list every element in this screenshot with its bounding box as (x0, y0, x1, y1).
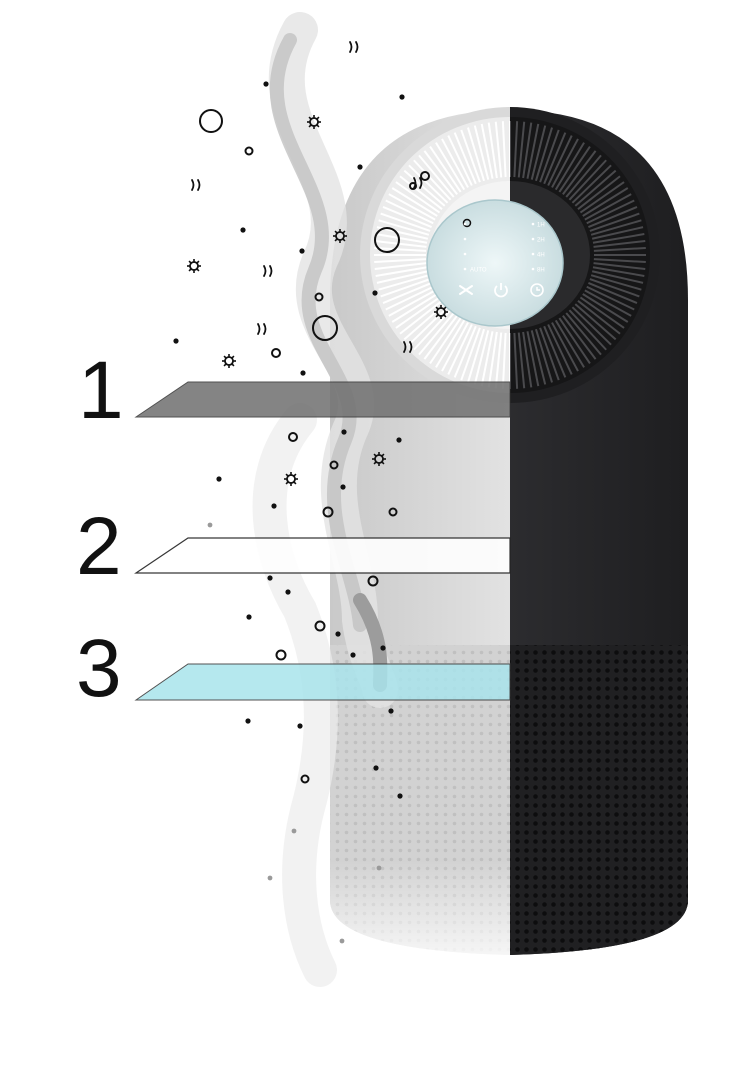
allergen-icon (307, 115, 321, 129)
particle-dot (285, 589, 291, 595)
particle-dot (300, 370, 306, 376)
particle-dot (240, 227, 246, 233)
odor-squiggle (349, 41, 359, 53)
particle-dot (297, 723, 303, 729)
particle-ring (288, 432, 298, 442)
carbon-filter-sheet (134, 663, 511, 701)
odor-squiggle (257, 323, 267, 335)
hepa-filter-sheet (134, 537, 511, 574)
indicator-dot (531, 237, 535, 241)
particle-dot (299, 248, 305, 254)
top-grille-ghost (374, 121, 510, 389)
particle-ring (420, 171, 430, 181)
allergen-icon (434, 305, 448, 319)
timer-icon[interactable] (530, 283, 544, 297)
particle-ring (329, 460, 339, 470)
particle-ring (271, 348, 281, 358)
allergen-icon (187, 259, 201, 273)
particle-ring (322, 506, 334, 518)
particle-dot (339, 938, 345, 944)
particle-ring (300, 774, 310, 784)
indicator-dot (463, 237, 467, 241)
particle-ring (314, 292, 324, 302)
indicator-dot (463, 252, 467, 256)
particle-ring (312, 315, 338, 341)
particle-dot (291, 828, 297, 834)
indicator-dot (531, 267, 535, 271)
pollutant-particles (173, 41, 448, 944)
fan-icon[interactable] (459, 285, 473, 295)
indicator-dot (531, 252, 535, 256)
pre-filter-sheet (134, 381, 511, 418)
allergen-icon (284, 472, 298, 486)
particle-ring (374, 227, 400, 253)
indicator-dot (531, 222, 535, 226)
power-icon[interactable] (494, 283, 508, 298)
particle-ring (409, 182, 417, 190)
particle-dot (267, 875, 273, 881)
purifier-dark-half (510, 107, 688, 955)
particle-dot (207, 522, 213, 528)
filter-layer-1 (134, 381, 511, 418)
filter-layer-3 (134, 663, 511, 701)
particle-dot (372, 290, 378, 296)
panel-label: AUTO (470, 268, 487, 274)
panel-label: 2H (537, 238, 545, 244)
layer-number-2: 2 (76, 501, 122, 592)
panel-label: 8H (537, 268, 545, 274)
panel-label: 4H (537, 253, 545, 259)
particle-ring (367, 575, 379, 587)
particle-ring (388, 507, 398, 517)
particle-dot (335, 631, 341, 637)
particle-dot (388, 708, 394, 714)
layer-number-1: 1 (78, 345, 124, 436)
particle-dot (380, 645, 386, 651)
particle-dot (373, 765, 379, 771)
particle-dot (399, 94, 405, 100)
particle-dot (397, 793, 403, 799)
indicator-dot (463, 222, 467, 226)
particle-dot (246, 614, 252, 620)
particle-dot (271, 503, 277, 509)
particle-ring (314, 620, 326, 632)
filter-layer-2 (134, 537, 511, 574)
panel-label: 1H (537, 223, 545, 229)
indicator-dot (463, 267, 467, 271)
particle-ring (275, 649, 287, 661)
particle-ring (199, 109, 223, 133)
odor-squiggle (403, 341, 413, 353)
particle-dot (245, 718, 251, 724)
top-grille (510, 121, 646, 389)
particle-ring (244, 146, 254, 156)
particle-dot (216, 476, 222, 482)
odor-squiggle (191, 179, 201, 191)
allergen-icon (372, 452, 386, 466)
particle-dot (350, 652, 356, 658)
layer-number-3: 3 (76, 623, 122, 714)
allergen-icon (222, 354, 236, 368)
particle-dot (173, 338, 179, 344)
particle-dot (263, 81, 269, 87)
allergen-icon (333, 229, 347, 243)
particle-dot (357, 164, 363, 170)
control-panel: AUTO 1H 2H 4H 8H (426, 199, 564, 327)
odor-squiggle (413, 177, 423, 189)
odor-squiggle (263, 265, 273, 277)
particle-dot (376, 865, 382, 871)
particle-dot (341, 429, 347, 435)
particle-dot (267, 575, 273, 581)
particle-dot (396, 437, 402, 443)
particle-dot (340, 484, 346, 490)
